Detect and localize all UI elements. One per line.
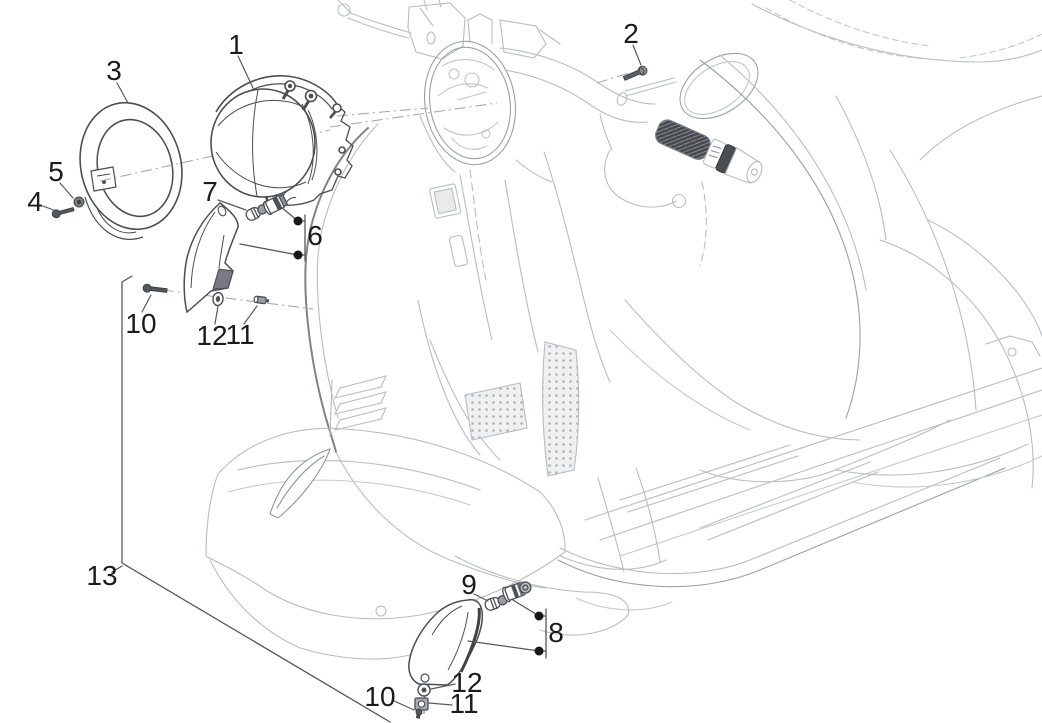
screw-4-part [51,207,75,219]
leader-11-upper [243,305,258,325]
washer-12-lower-part [417,683,431,697]
headlamp-rim-part [79,101,183,240]
axis-headlamp-right-b [336,107,429,117]
floorboard-art [557,299,1042,588]
leader-12-lower [430,683,456,690]
callout-label-3: 3 [106,55,122,86]
callout-label-7: 7 [202,176,218,207]
dot-6-lower [293,250,303,260]
right-grip-art [655,119,763,184]
leader-10-lower [391,699,415,711]
scooter-body-art [205,0,1042,660]
screw-10-lower-part [415,708,423,719]
dot-8-upper [534,611,544,621]
leader-7 [217,199,247,211]
axis-screw2 [596,72,630,84]
bulb-socket-upper-part [263,188,297,216]
leader-5 [59,182,74,199]
callout-label-11-upper: 11 [225,319,255,350]
dot-8-lower [534,646,544,656]
leader-10-upper [141,294,152,313]
axis-headlamp-right-a [329,102,498,128]
screw-10-upper-part [142,283,168,293]
left-handlebar-art [337,0,561,60]
callout-label-8: 8 [548,617,564,648]
bracket-13 [111,275,391,723]
leader-9 [473,593,489,602]
horn-cover-vents-art [329,375,387,437]
callout-label-6: 6 [307,220,323,251]
callout-label-12-lower: 12 [451,667,483,698]
leader-4 [42,205,57,212]
spacer-11-upper-part [253,295,270,305]
headlamp-housing-art [423,40,517,166]
leader-11-lower [428,702,453,706]
callout-label-2: 2 [623,18,639,49]
washer-12-upper-part [212,291,224,307]
bulb-socket-9-part [502,581,532,603]
leader-12-upper [214,305,219,325]
leader-3 [116,82,129,104]
callout-label-4: 4 [27,186,43,217]
rear-body-art [699,0,1042,489]
front-fender-art [205,427,566,660]
turn-signal-upper-part [183,202,239,314]
shield-badge-art [429,183,462,219]
nut-5-part [73,196,85,208]
front-fork-art [559,467,673,611]
headlamp-part [210,75,354,212]
nut-11-lower-part [414,697,429,711]
callout-label-12-upper: 12 [196,320,228,351]
leader-1 [237,55,254,89]
screw-2-part [622,65,648,81]
leader-2 [632,44,642,66]
callout-label-11-lower: 11 [449,688,479,719]
reference-dots [293,216,544,656]
front-shield-art [304,115,630,636]
leader-lines [42,44,642,723]
callout-label-5: 5 [48,156,64,187]
callout-label-10-lower: 10 [364,681,396,712]
grille-art [464,341,580,477]
callout-label-10-upper: 10 [125,308,157,339]
dot-6-upper [293,216,303,226]
turn-signal-lower-part [408,598,484,686]
callout-label-9: 9 [461,569,477,600]
callout-label-1: 1 [228,29,244,60]
callout-label-13: 13 [86,560,118,591]
